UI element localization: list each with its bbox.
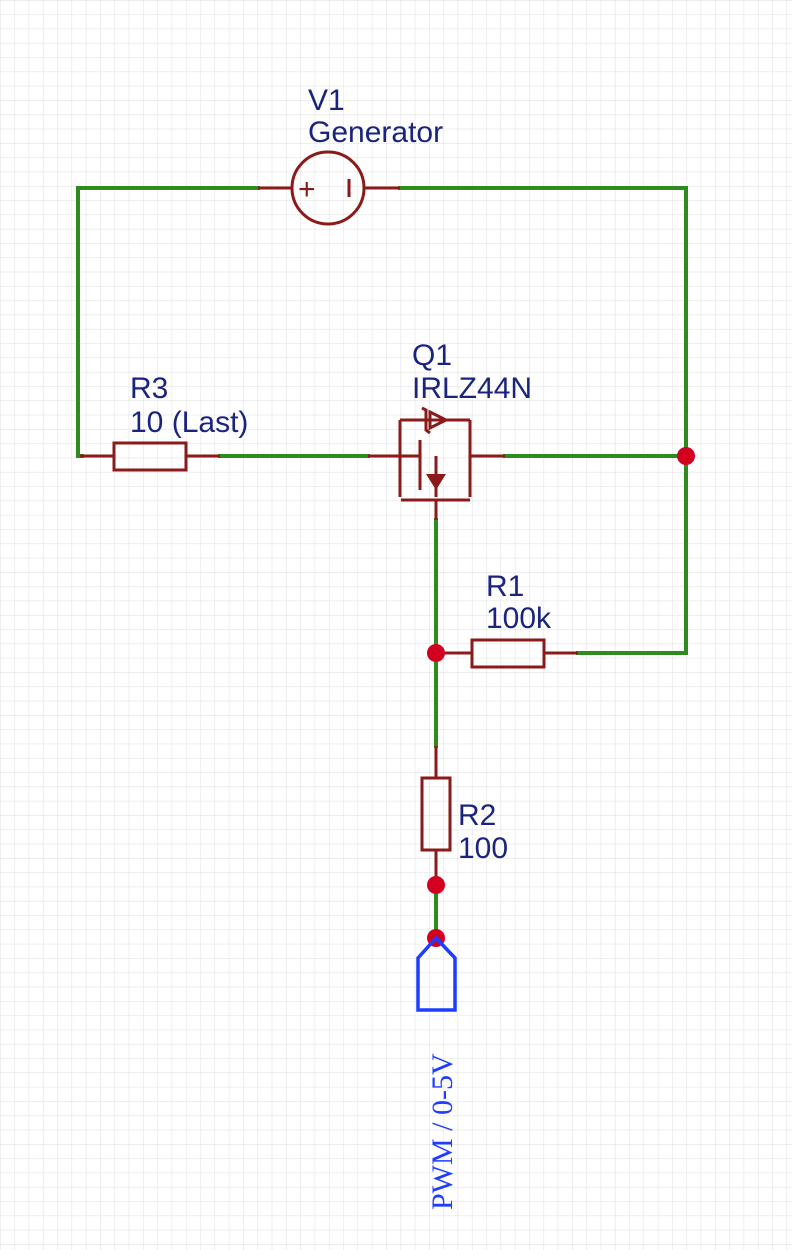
junction-r2-bottom [427,876,445,894]
wire-node-to-r1 [576,454,688,655]
r2-value-label: 100 [458,832,508,865]
junction-source [427,644,445,662]
wire-right-top [398,186,688,458]
v1-ref-label: V1 [308,84,345,117]
q1-value-label: IRLZ44N [412,372,532,405]
q1-mosfet-symbol[interactable] [368,406,505,520]
r3-resistor-symbol[interactable] [80,441,220,472]
r3-value-label: 10 (Last) [130,406,248,439]
netport-flag[interactable] [416,935,457,1012]
r1-resistor-symbol[interactable] [442,638,578,669]
netport-label: PWM / 0-5V [426,1053,459,1210]
r1-value-label: 100k [486,602,552,635]
v1-value-label: Generator [308,116,443,149]
r2-ref-label: R2 [458,799,496,832]
v1-plus-sign: + [298,173,316,206]
v1-generator-symbol[interactable] [258,150,400,226]
junction-drain [677,447,695,465]
q1-ref-label: Q1 [412,339,452,372]
r1-ref-label: R1 [486,570,524,603]
r3-ref-label: R3 [130,372,168,405]
